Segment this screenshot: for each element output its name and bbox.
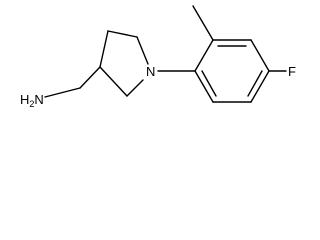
benzene-ring	[194, 39, 270, 103]
pyrrolidine-ring	[99, 30, 149, 97]
bond-ar1-ar2	[194, 39, 214, 72]
ring-nitrogen-label: N	[146, 64, 155, 79]
bond-ar4-ar5	[250, 70, 270, 103]
bond-methyl	[192, 5, 214, 41]
bond-c3-c4	[99, 30, 109, 68]
bond-c4-c5	[107, 30, 138, 38]
double-bond-ar6-ar1	[201, 70, 217, 97]
bond-ar3-ar4	[250, 39, 270, 72]
bond-ar6-ar1	[194, 70, 214, 103]
bond-c2-c3	[99, 66, 128, 97]
amine-label: H2N	[20, 92, 44, 109]
fluorine-label: F	[288, 64, 296, 79]
bond-nh2-ch2	[44, 87, 81, 98]
double-bond-ar4-ar5	[247, 70, 263, 97]
aminomethyl-group	[44, 66, 101, 98]
molecule-structure-diagram: H2N N F	[20, 5, 296, 109]
bond-n1-c2	[126, 79, 144, 97]
bond-ch2-c3	[79, 66, 101, 89]
bond-c5-n1	[136, 36, 149, 65]
